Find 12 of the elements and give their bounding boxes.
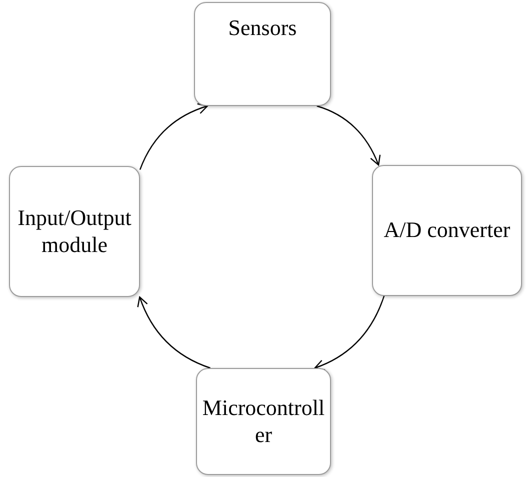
node-label: Input/Output module <box>16 205 132 258</box>
rounded-box <box>194 2 331 106</box>
rounded-box <box>9 166 140 297</box>
curved-arrow <box>316 105 380 166</box>
node-label: Sensors <box>228 15 297 42</box>
node-label: Microcontroller <box>201 395 326 448</box>
rounded-box <box>372 165 522 296</box>
node-label: A/D converter <box>384 217 510 244</box>
rounded-box <box>196 368 331 475</box>
curved-arrow <box>139 104 208 170</box>
curved-arrow <box>314 296 385 370</box>
curved-arrow <box>138 296 210 369</box>
